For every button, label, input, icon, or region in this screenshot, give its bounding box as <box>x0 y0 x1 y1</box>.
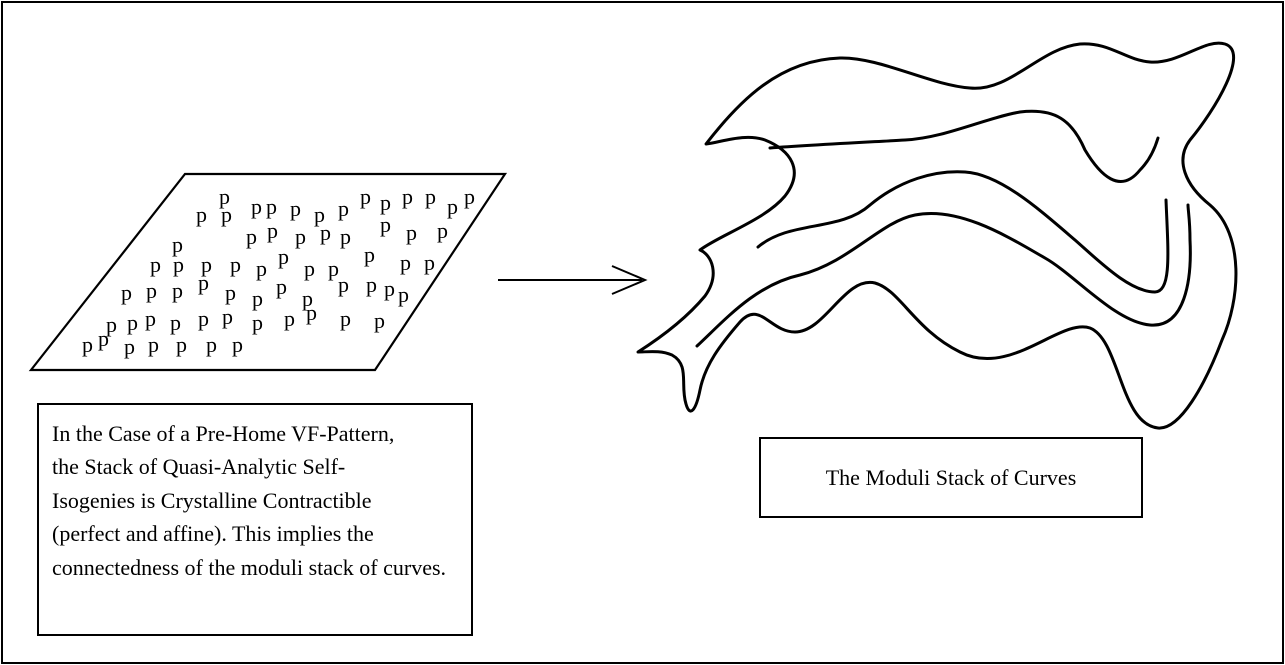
p-letter: p <box>173 252 184 277</box>
moduli-stack-fold-1 <box>768 109 1160 183</box>
p-letter: p <box>267 218 278 243</box>
left-caption-line: (perfect and affine). This implies the <box>52 521 374 547</box>
p-letter: p <box>402 184 413 209</box>
p-letter: p <box>425 184 436 209</box>
p-letter: p <box>295 224 306 249</box>
left-caption-line: connectedness of the moduli stack of cur… <box>52 554 447 580</box>
p-letter: p <box>172 232 183 257</box>
p-letter: p <box>306 300 317 325</box>
p-letter: p <box>360 184 371 209</box>
p-letter: p <box>424 250 435 275</box>
parallelogram <box>28 172 508 372</box>
p-letter: p <box>464 184 475 209</box>
p-letter: p <box>447 194 458 219</box>
p-letter: p <box>340 224 351 249</box>
p-letter: p <box>284 306 295 331</box>
p-letter: p <box>266 194 277 219</box>
p-letter: p <box>252 310 263 335</box>
p-letter: p <box>121 280 132 305</box>
p-letter: p <box>124 334 135 359</box>
p-letter: p <box>366 272 377 297</box>
left-caption-line: the Stack of Quasi-Analytic Self- <box>52 454 346 480</box>
p-letter: p <box>400 250 411 275</box>
p-letter: p <box>198 270 209 295</box>
p-letter: p <box>251 194 262 219</box>
moduli-stack-outline <box>636 41 1238 430</box>
p-letter: p <box>106 312 117 337</box>
p-letter: p <box>437 218 448 243</box>
p-letter: p <box>338 272 349 297</box>
p-letter: p <box>328 256 339 281</box>
p-letter: p <box>374 308 385 333</box>
p-letter: p <box>219 184 230 209</box>
p-letter: p <box>230 252 241 277</box>
p-letter: p <box>206 332 217 357</box>
p-letter: p <box>150 252 161 277</box>
p-letter: p <box>398 282 409 307</box>
p-letter: p <box>406 220 417 245</box>
p-letter: p <box>176 332 187 357</box>
p-letter: p <box>232 332 243 357</box>
left-caption-line: Isogenies is Crystalline Contractible <box>52 487 372 513</box>
p-letter: p <box>170 310 181 335</box>
p-letter: p <box>252 286 263 311</box>
p-letter: p <box>221 202 232 227</box>
p-letter: p <box>278 244 289 269</box>
p-letter: p <box>364 242 375 267</box>
p-letter: p <box>338 196 349 221</box>
left-caption-box: In the Case of a Pre-Home VF-Pattern, th… <box>37 403 473 636</box>
arrow <box>498 265 648 295</box>
p-letter: p <box>196 202 207 227</box>
p-letter: p <box>172 278 183 303</box>
right-caption-box: The Moduli Stack of Curves <box>759 437 1143 518</box>
p-letter: p <box>127 310 138 335</box>
p-letter: p <box>246 224 257 249</box>
p-letter: p <box>340 306 351 331</box>
p-letter: p <box>201 252 212 277</box>
p-letter: p <box>320 220 331 245</box>
p-letter: p <box>225 280 236 305</box>
right-caption-text: The Moduli Stack of Curves <box>825 464 1077 490</box>
moduli-stack-shape <box>636 41 1238 430</box>
p-letter: p <box>98 326 109 351</box>
p-letter: p <box>198 306 209 331</box>
p-letter: p <box>222 304 233 329</box>
p-letter: p <box>276 274 287 299</box>
moduli-stack-fold-3 <box>695 203 1192 348</box>
p-letter: p <box>82 332 93 357</box>
p-letter: p <box>148 332 159 357</box>
p-letter: p <box>146 278 157 303</box>
p-letter: p <box>380 190 391 215</box>
moduli-stack-fold-2 <box>756 170 1170 294</box>
p-letter: p <box>384 276 395 301</box>
p-letter: p <box>256 256 267 281</box>
p-letter: p <box>380 212 391 237</box>
p-letter: p <box>314 202 325 227</box>
p-letter: p <box>290 196 301 221</box>
p-letter: p <box>145 306 156 331</box>
left-caption-line: In the Case of a Pre-Home VF-Pattern, <box>52 421 395 446</box>
p-letter: p <box>302 286 313 311</box>
p-letter: p <box>304 256 315 281</box>
